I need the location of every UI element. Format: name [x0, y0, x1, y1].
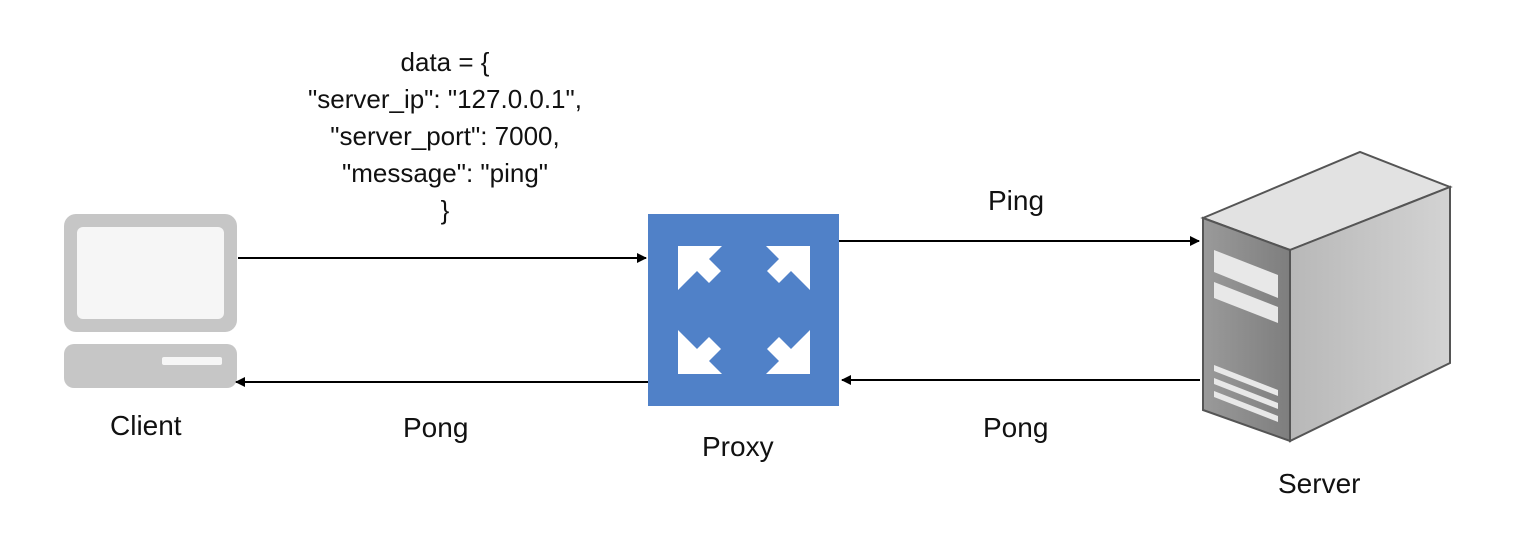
payload-line: }: [440, 195, 450, 225]
payload-line: "server_ip": "127.0.0.1",: [308, 84, 582, 114]
server-tower-icon: [1200, 150, 1453, 443]
server-label: Server: [1278, 468, 1361, 499]
payload-code-block: data = { "server_ip": "127.0.0.1", "serv…: [250, 44, 640, 229]
payload-line: "message": "ping": [341, 158, 549, 188]
desktop-computer-icon: [64, 214, 237, 388]
server-pong-edge-label: Pong: [983, 412, 1049, 443]
client-label: Client: [110, 410, 182, 441]
payload-line: "server_port": 7000,: [330, 121, 560, 151]
expand-arrows-icon: [648, 214, 839, 406]
payload-line: data = {: [400, 47, 490, 77]
proxy-label: Proxy: [702, 431, 774, 462]
ping-edge-label: Ping: [988, 185, 1045, 216]
client-pong-edge-label: Pong: [403, 412, 469, 443]
